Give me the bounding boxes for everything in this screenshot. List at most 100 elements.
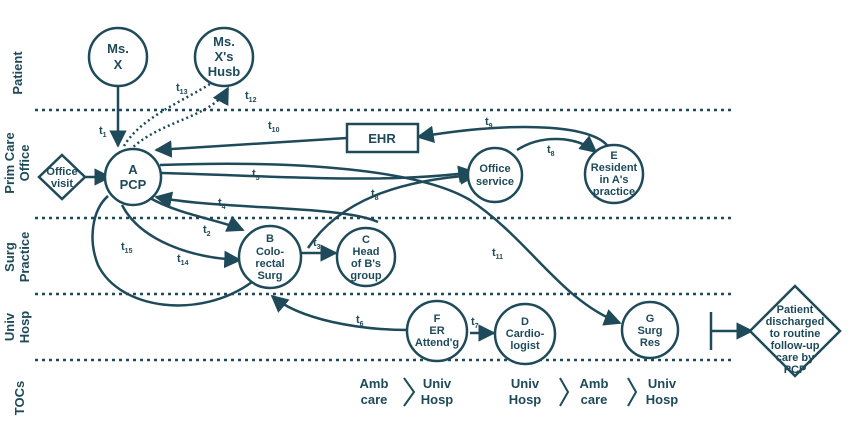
label-t9: t9 [485,116,493,130]
office-service-label-1: Office [479,163,510,175]
head-label-3: of B's [351,258,381,270]
transition-labels: t1 t13 t12 t10 t9 t8 t5 t8 t4 t2 t3 t15 … [99,82,555,330]
edge-t15 [91,195,253,307]
node-surg-res [620,300,680,360]
lane-label-hosp: Hosp [17,311,32,344]
edge-t2 [149,196,245,232]
discharged-label-5: care by [776,352,815,364]
label-t6: t6 [356,314,364,328]
label-t8b: t8 [371,188,379,202]
toc-zigzag-icon [627,377,638,407]
toc-2-from-1: Univ [511,376,540,391]
toc-1-to-1: Univ [423,376,452,391]
husb-label-1: Ms. [213,34,235,49]
resident-label-2: Resident [591,162,638,174]
discharged-label-6: PCP [784,364,807,376]
lane-label-practice: Practice [17,232,32,283]
cardio-label-2: Cardio- [506,328,545,340]
toc-1-from-1: Amb [360,376,389,391]
er-label-1: F [434,313,441,325]
colorectal-label-1: B [266,233,274,245]
label-t8: t8 [547,144,555,158]
toc-1-to-2: Hosp [421,392,454,407]
office-service-label-2: service [476,176,514,188]
node-labels: Ms. X Ms. X's Husb A PCP Office visit EH… [46,34,824,376]
edge-t4 [154,191,379,224]
discharged-label-4: follow-up [771,340,820,352]
edge-t6 [270,294,409,332]
edge-t12 [129,86,230,151]
office-visit-label-2: visit [51,178,73,190]
label-t3: t3 [313,237,321,251]
node-shapes [37,26,842,378]
ms-x-label-1: Ms. [107,41,129,56]
resident-label-1: E [610,150,617,162]
node-office-service [466,146,524,204]
discharged-label-2: discharged [766,316,825,328]
toc-zigzag-icon [559,377,570,407]
node-ehr [345,122,420,154]
surg-res-label-1: G [646,313,655,325]
node-pcp [103,147,163,207]
edge-t9 [416,125,612,151]
node-head [335,226,397,288]
label-t12: t12 [245,90,257,104]
head-label-1: C [362,234,370,246]
label-t11: t11 [492,247,503,261]
head-label-4: group [350,270,381,282]
colorectal-label-3: rectal [255,258,284,270]
ehr-label: EHR [368,131,396,146]
label-t5: t5 [252,168,260,182]
edge-t10 [154,136,348,158]
surg-res-label-3: Res [640,337,660,349]
label-t2: t2 [203,224,211,238]
pcp-label-2: PCP [120,177,147,192]
toc-1-from-2: care [361,392,388,407]
office-visit-label-1: Office [46,166,77,178]
edge-t14 [120,204,242,269]
node-husb [193,26,255,88]
edge-t8 [516,135,598,154]
lane-dividers [35,108,735,362]
lane-label-surg: Surg [2,242,17,272]
surg-res-label-2: Surg [637,325,662,337]
label-t4: t4 [218,197,226,211]
lane-label-prim-care: Prim Care [2,132,17,193]
ms-x-label-2: X [114,57,123,72]
label-t14: t14 [177,253,189,267]
er-label-3: Attend'g [415,337,459,349]
toc-2-to-1: Amb [580,376,609,391]
node-colorectal [237,224,303,290]
toc-3-to-1: Univ [648,376,677,391]
node-ms-x [87,26,149,88]
node-cardio [493,302,557,366]
edges [85,82,754,350]
node-discharged [748,284,842,378]
lane-label-patient: Patient [10,51,25,95]
discharged-label-1: Patient [777,304,814,316]
lane-label-office: Office [17,145,32,182]
tocs-row: Amb care Univ Hosp Univ Hosp Amb care Un… [360,376,679,407]
edge-t5 [159,165,476,183]
toc-2-from-2: Hosp [509,392,542,407]
label-t1: t1 [99,125,107,139]
node-office-visit [37,153,87,201]
cardio-label-3: logist [510,340,540,352]
head-label-2: Head [353,246,380,258]
pcp-label-1: A [128,162,138,177]
edge-t11 [159,162,622,326]
colorectal-label-2: Colo- [256,246,284,258]
colorectal-label-4: Surg [257,270,282,282]
resident-label-4: practice [593,186,635,198]
node-er [405,299,469,363]
toc-3-to-2: Hosp [646,392,679,407]
label-t13: t13 [176,82,188,96]
er-label-2: ER [429,325,444,337]
lane-label-univ: Univ [2,312,17,341]
edge-t8b [306,167,478,249]
node-resident [583,143,645,205]
label-t15: t15 [121,241,133,255]
toc-separators [403,377,638,407]
label-t10: t10 [268,120,280,134]
